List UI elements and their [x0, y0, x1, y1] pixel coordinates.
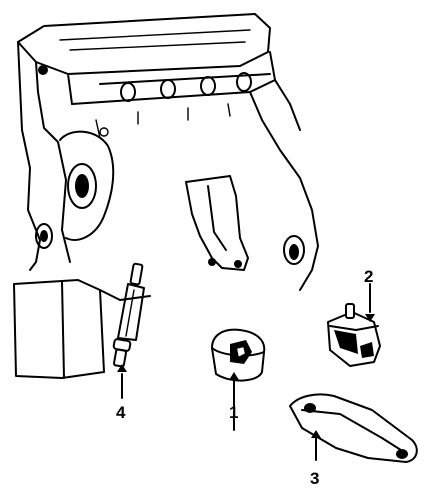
- callout-2: 2: [364, 267, 374, 286]
- callout-1: 1: [229, 403, 239, 422]
- part-1-engine-mount: [211, 328, 266, 431]
- engine-block: [13, 13, 319, 379]
- callout-3: 3: [310, 469, 320, 488]
- part-4-damper: [112, 262, 145, 399]
- part-3-crossmember: [289, 393, 418, 463]
- callout-4: 4: [116, 403, 126, 422]
- part-2-transmission-mount: [327, 283, 381, 367]
